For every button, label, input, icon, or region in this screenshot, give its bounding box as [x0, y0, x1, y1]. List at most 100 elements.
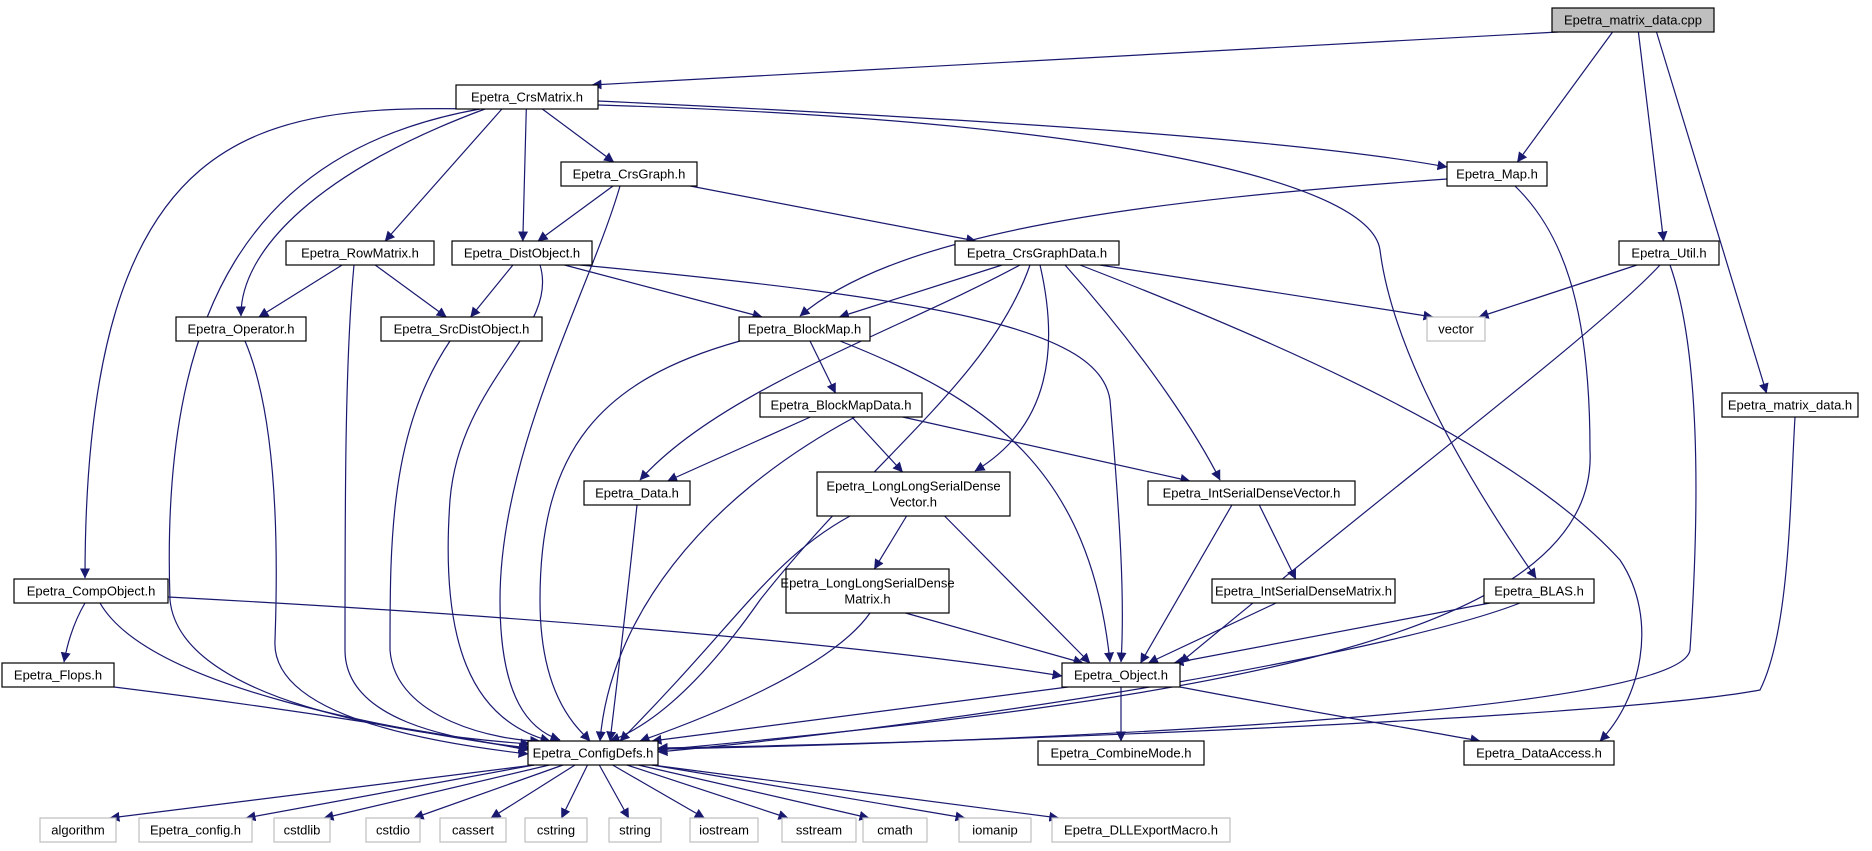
edge-configdefs-to-dllexport [651, 764, 1060, 822]
edge-configdefs-to-cstring [560, 764, 589, 819]
node-label: Epetra_matrix_data.cpp [1564, 13, 1702, 28]
node-blockmapdata[interactable]: Epetra_BlockMapData.h [759, 392, 923, 418]
edge-llsdv-to-llsdm [873, 515, 908, 570]
node-label: Epetra_DLLExportMacro.h [1064, 823, 1218, 838]
node-label: Epetra_Object.h [1074, 668, 1168, 683]
edge-rowmatrix-to-operator [258, 264, 343, 318]
node-layer: Epetra_matrix_data.cppEpetra_CrsMatrix.h… [1, 7, 1859, 843]
edge-compobject-to-configdefs [99, 602, 529, 753]
edge-util-to-vector [1478, 264, 1638, 319]
edge-distobject-to-blockmap [564, 264, 763, 320]
edge-compobject-to-flops [60, 602, 86, 663]
node-isdv[interactable]: Epetra_IntSerialDenseVector.h [1147, 480, 1356, 506]
node-blockmap[interactable]: Epetra_BlockMap.h [738, 316, 871, 342]
node-label: Epetra_ConfigDefs.h [533, 746, 654, 761]
node-config_h: Epetra_config.h [138, 817, 253, 843]
node-flops[interactable]: Epetra_Flops.h [1, 662, 115, 688]
node-label: cstring [537, 823, 575, 838]
edge-configdefs-to-sstream [626, 764, 789, 820]
edge-crsmatrix-to-rowmatrix [384, 108, 503, 242]
node-srcdistobject[interactable]: Epetra_SrcDistObject.h [380, 316, 543, 342]
node-data[interactable]: Epetra_Data.h [583, 480, 691, 506]
edge-rowmatrix-to-configdefs [344, 264, 531, 753]
node-object[interactable]: Epetra_Object.h [1061, 662, 1181, 688]
node-operator[interactable]: Epetra_Operator.h [175, 316, 307, 342]
node-blas[interactable]: Epetra_BLAS.h [1483, 578, 1595, 604]
node-box [958, 817, 1032, 843]
node-util[interactable]: Epetra_Util.h [1618, 240, 1720, 266]
node-label: Epetra_SrcDistObject.h [394, 322, 530, 337]
edge-llsdv-to-configdefs [619, 515, 851, 742]
node-box [13, 578, 169, 604]
node-box [1037, 740, 1205, 766]
edge-isdm-to-object [1147, 602, 1277, 664]
edge-crsgraphdata-to-configdefs [609, 264, 1031, 743]
node-crsmatrix[interactable]: Epetra_CrsMatrix.h [455, 84, 599, 110]
edge-compobject-to-object [167, 596, 1063, 680]
node-box [285, 240, 435, 266]
node-label: Epetra_LongLongSerialDense [780, 576, 954, 591]
node-label: Epetra_BlockMapData.h [771, 398, 912, 413]
node-box [1426, 316, 1486, 342]
node-label: Epetra_CrsGraph.h [573, 167, 686, 182]
edge-configdefs-to-iomanip [651, 764, 966, 822]
node-label: Epetra_CrsGraphData.h [967, 246, 1107, 261]
edge-crsgraphdata-to-llsdv [974, 264, 1050, 472]
node-isdm[interactable]: Epetra_IntSerialDenseMatrix.h [1211, 578, 1396, 604]
node-dataaccess[interactable]: Epetra_DataAccess.h [1463, 740, 1615, 766]
edge-configdefs-to-string [598, 764, 630, 819]
node-box [862, 817, 928, 843]
node-label: Epetra_Util.h [1631, 246, 1706, 261]
node-crsgraph[interactable]: Epetra_CrsGraph.h [560, 161, 698, 187]
edge-rowmatrix-to-srcdistobject [374, 264, 447, 318]
node-label: vector [1438, 322, 1474, 337]
node-distobject[interactable]: Epetra_DistObject.h [451, 240, 593, 266]
edge-crsgraphdata-to-vector [1099, 264, 1434, 321]
edge-crsmatrix-to-distobject [518, 108, 529, 242]
node-label: Epetra_Flops.h [14, 668, 102, 683]
node-label: Vector.h [890, 495, 937, 510]
node-crsgraphdata[interactable]: Epetra_CrsGraphData.h [954, 240, 1120, 266]
edge-crsgraphdata-to-dataaccess [1079, 264, 1643, 742]
edge-crsmatrix-to-operator [235, 108, 486, 317]
node-label: Epetra_config.h [150, 823, 241, 838]
node-map[interactable]: Epetra_Map.h [1446, 161, 1548, 187]
edge-configdefs-to-cstdlib [323, 764, 550, 821]
node-matrix_h[interactable]: Epetra_matrix_data.h [1721, 392, 1859, 418]
edge-distobject-to-object [579, 264, 1127, 663]
node-iostream: iostream [689, 817, 759, 843]
edge-isdv-to-isdm [1258, 504, 1297, 580]
node-box [1618, 240, 1720, 266]
node-box [455, 84, 599, 110]
node-box [439, 817, 507, 843]
edge-blockmap-to-blockmapdata [809, 340, 837, 394]
node-label: Matrix.h [844, 592, 890, 607]
edge-configdefs-to-iostream [612, 764, 705, 819]
node-matrix_cpp[interactable]: Epetra_matrix_data.cpp [1551, 7, 1715, 33]
node-box [451, 240, 593, 266]
node-label: iostream [699, 823, 749, 838]
edge-crsgraphdata-to-blockmap [838, 264, 1003, 319]
node-label: algorithm [51, 823, 104, 838]
edge-matrix_cpp-to-util [1637, 31, 1668, 242]
node-box [1051, 817, 1231, 843]
edge-matrix_cpp-to-crsmatrix [591, 31, 1559, 90]
edge-blas-to-object [1173, 602, 1491, 667]
edge-blockmap-to-object [839, 340, 1114, 663]
edge-crsmatrix-to-map [597, 100, 1448, 171]
node-rowmatrix[interactable]: Epetra_RowMatrix.h [285, 240, 435, 266]
edge-crsgraphdata-to-data [639, 264, 1021, 481]
node-label: Epetra_Data.h [595, 486, 679, 501]
node-cmath: cmath [862, 817, 928, 843]
node-combinemode[interactable]: Epetra_CombineMode.h [1037, 740, 1205, 766]
node-configdefs[interactable]: Epetra_ConfigDefs.h [527, 740, 659, 766]
node-box [785, 568, 950, 614]
node-compobject[interactable]: Epetra_CompObject.h [13, 578, 169, 604]
node-box [273, 817, 331, 843]
node-box [583, 480, 691, 506]
edge-llsdm-to-configdefs [639, 612, 871, 743]
edge-configdefs-to-cmath [638, 764, 870, 821]
